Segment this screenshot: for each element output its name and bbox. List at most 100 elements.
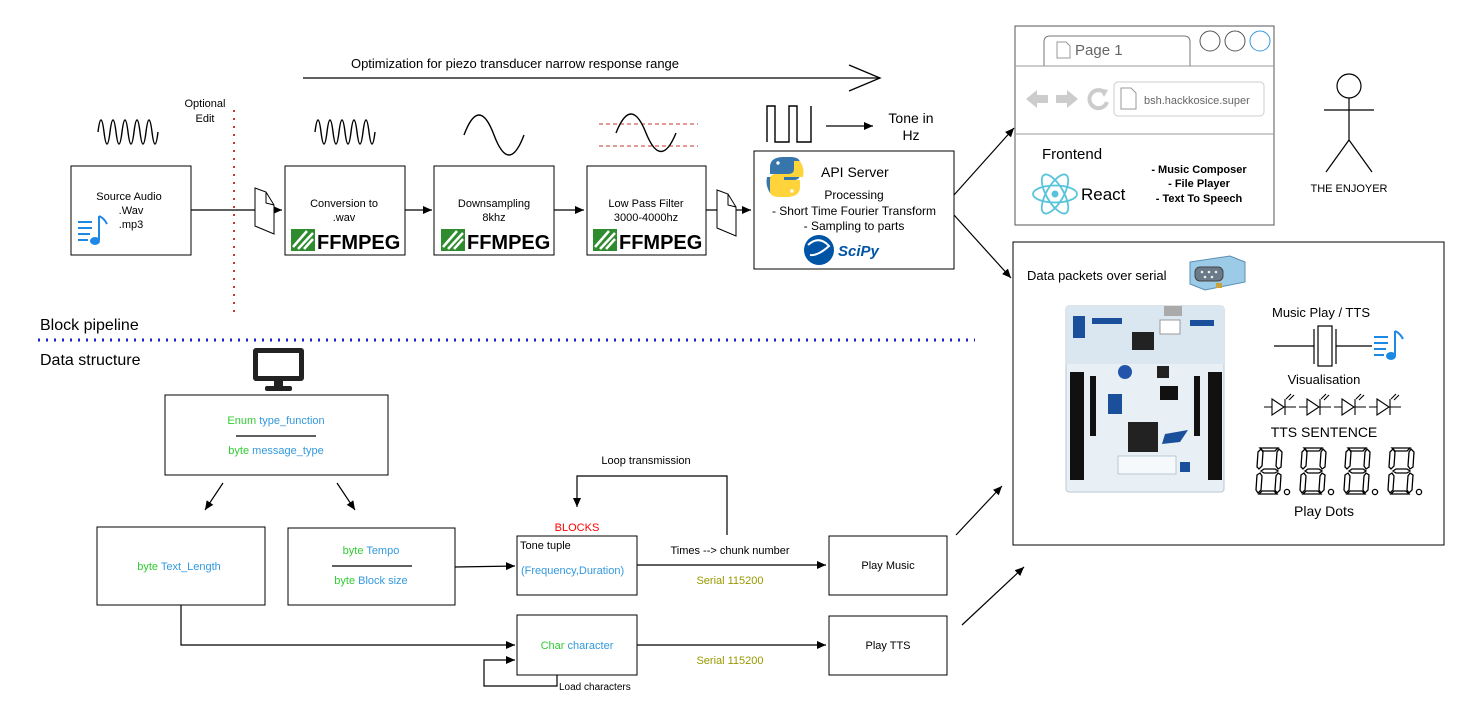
block-pipeline-label: Block pipeline	[40, 317, 139, 334]
char-box: Char character	[516, 614, 638, 676]
window-button-icon[interactable]	[1224, 30, 1246, 52]
mcu-board-image	[1065, 305, 1225, 493]
reload-icon[interactable]	[1087, 88, 1109, 111]
optional-edit-divider: Optional Edit	[185, 98, 235, 316]
segment	[1389, 490, 1411, 495]
segment-digit	[1299, 447, 1335, 496]
segment-dot	[1371, 488, 1379, 496]
api-line-processing: Processing	[824, 188, 883, 202]
conversion-box: Conversion to .wav FFMPEG	[284, 165, 406, 256]
feature-music-composer: - Music Composer	[1151, 164, 1247, 176]
downsampling-title: Downsampling	[458, 198, 530, 210]
frontend-label: Frontend	[1042, 146, 1102, 163]
segment	[1257, 490, 1279, 495]
data-structure-label: Data structure	[40, 352, 141, 369]
play-music-label: Play Music	[861, 560, 915, 572]
text-length-box: byte Text_Length	[96, 526, 266, 606]
api-server-title: API Server	[821, 164, 889, 180]
segment	[1387, 472, 1395, 495]
segment	[1275, 447, 1283, 470]
browser-tab-label[interactable]: Page 1	[1075, 42, 1123, 59]
loop-transmission-label: Loop transmission	[601, 455, 690, 467]
segment	[1255, 472, 1263, 495]
seven-segment-display	[1255, 447, 1423, 496]
square-wave: Tone in Hz	[766, 105, 934, 143]
play-dots-label: Play Dots	[1294, 503, 1354, 519]
react-label: React	[1081, 185, 1126, 204]
optimization-arrow: Optimization for piezo transducer narrow…	[303, 56, 882, 92]
window-button-icon[interactable]	[1199, 30, 1221, 52]
optional-label: Optional	[185, 98, 226, 110]
api-line-sampling: - Sampling to parts	[804, 219, 905, 233]
source-audio-title: Source Audio	[96, 191, 161, 203]
ffmpeg-logo: FFMPEG	[593, 229, 702, 254]
ffmpeg-logo: FFMPEG	[441, 229, 550, 254]
text-length-line: byte Text_Length	[137, 561, 221, 573]
ffmpeg-text: FFMPEG	[317, 232, 400, 254]
segment	[1299, 472, 1307, 495]
segment	[1363, 447, 1371, 470]
segment	[1259, 468, 1280, 474]
source-audio-mp3: .mp3	[119, 219, 143, 231]
monitor-icon	[253, 348, 304, 391]
conversion-sub: .wav	[333, 212, 356, 224]
play-tts-label: Play TTS	[865, 640, 910, 652]
char-line: Char character	[541, 640, 614, 652]
source-audio-wav: .Wav	[119, 205, 144, 217]
segment-dot	[1283, 488, 1291, 496]
music-play-label: Music Play / TTS	[1272, 305, 1370, 320]
segment-digit	[1387, 447, 1423, 496]
url-text: bsh.hackkosice.super	[1144, 95, 1250, 107]
visualisation-label: Visualisation	[1288, 372, 1361, 387]
scipy-logo: SciPy	[804, 235, 880, 265]
tone-tuple-fields: (Frequency,Duration)	[521, 565, 624, 577]
forward-arrow-icon[interactable]	[1056, 90, 1078, 108]
optimization-label: Optimization for piezo transducer narrow…	[351, 56, 679, 71]
waveform-source	[97, 119, 159, 145]
feature-tts: - Text To Speech	[1156, 193, 1243, 205]
ffmpeg-logo: FFMPEG	[291, 229, 400, 254]
segment-dot	[1327, 488, 1335, 496]
ffmpeg-text: FFMPEG	[467, 232, 550, 254]
segment	[1343, 472, 1351, 495]
feature-file-player: - File Player	[1168, 178, 1230, 190]
segment	[1300, 447, 1308, 470]
conversion-title: Conversion to	[310, 198, 378, 210]
browser-window: Page 1 bsh.hackkosice.super Frontend Rea…	[1014, 25, 1275, 226]
serial-label-2: Serial 115200	[696, 655, 763, 667]
api-line-stft: - Short Time Fourier Transform	[772, 204, 936, 218]
segment	[1362, 472, 1370, 495]
message-type-line: byte message_type	[228, 445, 323, 457]
tone-tuple-box: Tone tuple (Frequency,Duration)	[516, 535, 638, 596]
tempo-box: byte Tempo byte Block size	[287, 527, 456, 606]
api-server-box: API Server Processing - Short Time Fouri…	[753, 150, 955, 270]
segment	[1256, 447, 1264, 470]
hz-label: Hz	[902, 127, 919, 143]
lowpass-box: Low Pass Filter 3000-4000hz FFMPEG	[586, 165, 707, 256]
segment	[1347, 468, 1368, 474]
segment	[1388, 447, 1396, 470]
window-button-icon[interactable]	[1249, 30, 1271, 52]
segment	[1319, 447, 1327, 470]
lowpass-sub: 3000-4000hz	[614, 212, 678, 224]
enum-box: Enum type_function byte message_type	[164, 394, 389, 476]
file-icon	[254, 187, 275, 235]
hardware-box: Data packets over serial	[1012, 241, 1445, 546]
segment	[1345, 490, 1367, 495]
serial-connector-icon	[1189, 255, 1246, 291]
waveform-filtered	[599, 113, 698, 153]
url-bar[interactable]	[1113, 81, 1265, 117]
segment	[1301, 490, 1323, 495]
enum-line: Enum type_function	[227, 415, 324, 427]
stick-figure	[1324, 73, 1374, 173]
waveform-conversion	[314, 119, 376, 145]
tempo-line: byte Tempo	[343, 545, 400, 557]
segment	[1303, 468, 1324, 474]
buzzer-symbol	[1274, 325, 1372, 367]
downsampling-sub: 8khz	[482, 212, 505, 224]
segment-digit	[1343, 447, 1379, 496]
source-audio-box: Source Audio .Wav .mp3	[70, 165, 192, 256]
play-music-box: Play Music	[828, 535, 948, 596]
back-arrow-icon[interactable]	[1026, 90, 1048, 108]
